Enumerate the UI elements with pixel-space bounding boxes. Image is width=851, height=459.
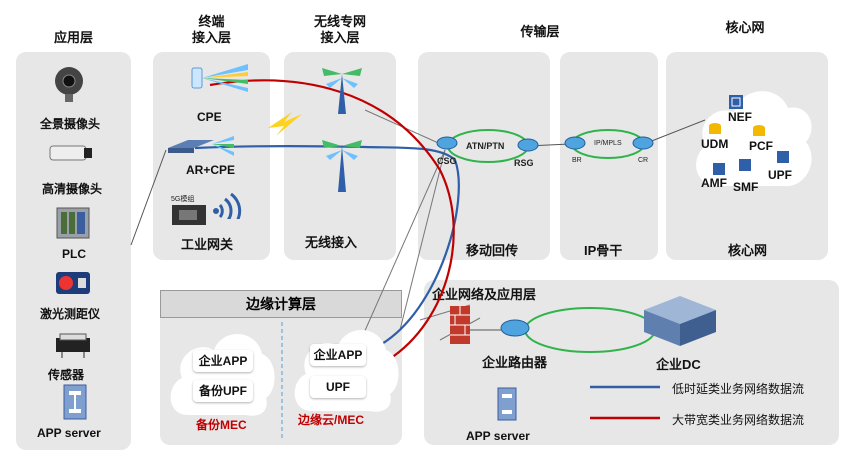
wireless-access-header: 无线专网 接入层 xyxy=(313,14,366,45)
enterprise-header: 企业网络及应用层 xyxy=(432,287,537,302)
app-device-label: 高清摄像头 xyxy=(42,182,103,196)
edge-mec-label: 边缘云/MEC xyxy=(298,413,365,427)
edge-compute-header: 边缘计算层 xyxy=(160,290,402,318)
app-device-label: PLC xyxy=(62,247,86,261)
core-network-label: 核心网 xyxy=(728,243,768,258)
rsg-router-icon xyxy=(517,138,539,152)
enterprise-router-icon xyxy=(500,319,530,337)
app-server-icon xyxy=(63,384,87,420)
enterprise-app-server-icon xyxy=(497,387,517,421)
cr-label: CR xyxy=(638,157,649,164)
edge-mec-cloud xyxy=(294,329,399,412)
csg-label: CSG xyxy=(437,156,457,166)
upf-icon xyxy=(777,151,789,163)
ip-backbone-panel xyxy=(560,52,658,260)
amf-label: AMF xyxy=(701,176,727,190)
enterprise-app-server-label: APP server xyxy=(466,429,530,443)
ar-cpe-icon xyxy=(168,136,234,156)
backup-mec-label: 备份MEC xyxy=(196,418,247,432)
edge-upf-box: UPF xyxy=(310,376,366,398)
app-device-label: 传感器 xyxy=(48,368,85,382)
nef-icon xyxy=(729,95,743,109)
panoramic-camera-icon xyxy=(55,67,83,102)
edge-enterprise-app: 企业APP xyxy=(310,344,366,366)
laser-rangefinder-icon xyxy=(56,272,90,294)
csg-router-icon xyxy=(436,136,458,150)
legend-low-latency: 低时延类业务网络数据流 xyxy=(672,382,805,396)
smf-label: SMF xyxy=(733,180,759,194)
legend-broadband: 大带宽类业务网络数据流 xyxy=(672,413,805,427)
upf-label: UPF xyxy=(768,168,792,182)
cpe-icon xyxy=(191,64,248,92)
sensor-icon xyxy=(56,333,90,358)
backup-upf-box: 备份UPF xyxy=(193,380,253,402)
enterprise-router-label: 企业路由器 xyxy=(482,355,548,370)
smf-icon xyxy=(739,159,751,171)
enterprise-dc-label: 企业DC xyxy=(656,357,701,372)
hd-camera-icon xyxy=(49,145,92,161)
br-label: BR xyxy=(572,157,582,164)
br-router-icon xyxy=(564,136,586,150)
mobile-backhaul-label: 移动回传 xyxy=(466,243,519,258)
backup-enterprise-app: 企业APP xyxy=(193,350,253,372)
pcf-label: PCF xyxy=(749,139,773,153)
udm-icon xyxy=(709,123,721,134)
firewall-icon xyxy=(450,306,470,344)
cpe-label: CPE xyxy=(197,110,222,124)
udm-label: UDM xyxy=(701,137,729,151)
wifi-signal-icon xyxy=(213,193,242,219)
app-device-label: 激光测距仪 xyxy=(40,307,101,321)
ar-cpe-label: AR+CPE xyxy=(186,163,236,177)
atn-ptn-label: ATN/PTN xyxy=(466,141,505,151)
amf-icon xyxy=(713,163,725,175)
transport-header: 传输层 xyxy=(520,24,560,39)
nef-label: NEF xyxy=(728,110,752,124)
app-layer-panel xyxy=(16,52,131,450)
wireless-access-label: 无线接入 xyxy=(305,235,358,250)
base-station-icon xyxy=(322,68,362,114)
app-device-label: APP server xyxy=(37,426,101,440)
5g-module-icon xyxy=(172,205,206,225)
app-layer-header: 应用层 xyxy=(53,30,93,45)
industrial-gateway-label: 工业网关 xyxy=(181,237,234,252)
enterprise-dc-icon xyxy=(644,296,716,346)
plc-icon xyxy=(56,207,90,239)
5g-module-label: 5G模组 xyxy=(171,196,195,203)
rsg-label: RSG xyxy=(514,158,534,168)
app-device-label: 全景摄像头 xyxy=(40,117,101,131)
cr-router-icon xyxy=(632,136,654,150)
base-station-icon xyxy=(322,140,362,192)
terminal-access-header: 终端 接入层 xyxy=(191,14,231,45)
core-header: 核心网 xyxy=(725,20,765,35)
ip-mpls-label: IP/MPLS xyxy=(594,140,622,147)
ip-backbone-label: IP骨干 xyxy=(584,243,623,258)
pcf-icon xyxy=(753,125,765,136)
